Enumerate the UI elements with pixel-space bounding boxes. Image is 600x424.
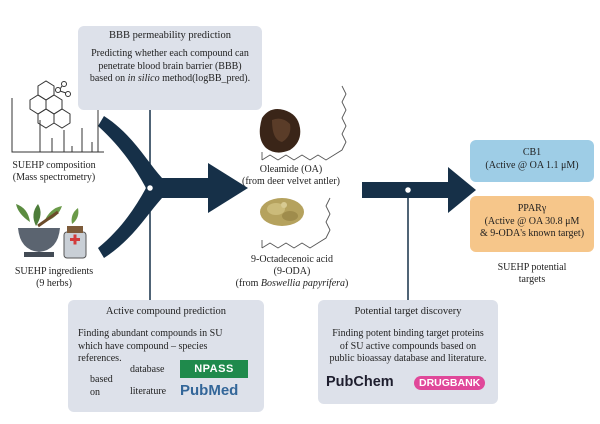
junction-dot-left [145,183,155,193]
target-discovery-description: Finding potent binding target proteins o… [329,328,487,364]
database-label: database [130,364,165,375]
active-title: Active compound prediction [105,306,227,317]
pubchem-logo[interactable]: PubChem [326,374,394,390]
drugbank-logo[interactable]: DRUGBANK [414,376,486,390]
cb1-target-box: CB1 (Active @ OA 1.1 μM) [470,140,594,182]
merge-arrow [98,116,248,258]
npass-logo[interactable]: NPASS [180,360,248,378]
bbb-title: BBB permeability prediction [109,30,231,41]
oda-structure-icon [261,197,331,249]
mass-spectrum-icon [11,80,104,153]
bbb-prediction-panel: BBB permeability prediction Predicting w… [78,26,262,110]
target-discovery-panel: Potential target discovery Finding poten… [318,300,498,404]
targets-caption: SUEHP potential targets [497,262,567,285]
ppar-target-box: PPARγ (Active @ OA 30.8 μM & 9-ODA's kno… [470,196,594,252]
target-discovery-title: Potential target discovery [354,306,462,317]
targets-arrow [362,167,476,213]
mortar-and-herbs-icon [16,204,87,259]
active-description: Finding abundant compounds in SU which h… [78,328,223,364]
junction-dot-right [403,185,413,195]
oleamide-label: Oleamide (OA) (from deer velvet antler) [241,164,340,187]
composition-label: SUEHP composition (Mass spectrometry) [12,160,96,183]
deer-antler-photo [259,109,301,153]
oleamide-structure-icon [261,85,347,161]
based-on-label: based on [90,374,113,398]
oda-label: 9-Octadecenoic acid (9-ODA) (from Boswel… [235,254,349,289]
active-compound-panel: Active compound prediction Finding abund… [68,300,264,412]
boswellia-resin-photo [260,198,304,226]
bbb-description: Predicting whether each compound can pen… [89,48,251,84]
pubmed-logo[interactable]: PubMed [180,382,239,399]
literature-label: literature [130,386,167,397]
ingredients-label: SUEHP ingredients (9 herbs) [14,266,94,289]
